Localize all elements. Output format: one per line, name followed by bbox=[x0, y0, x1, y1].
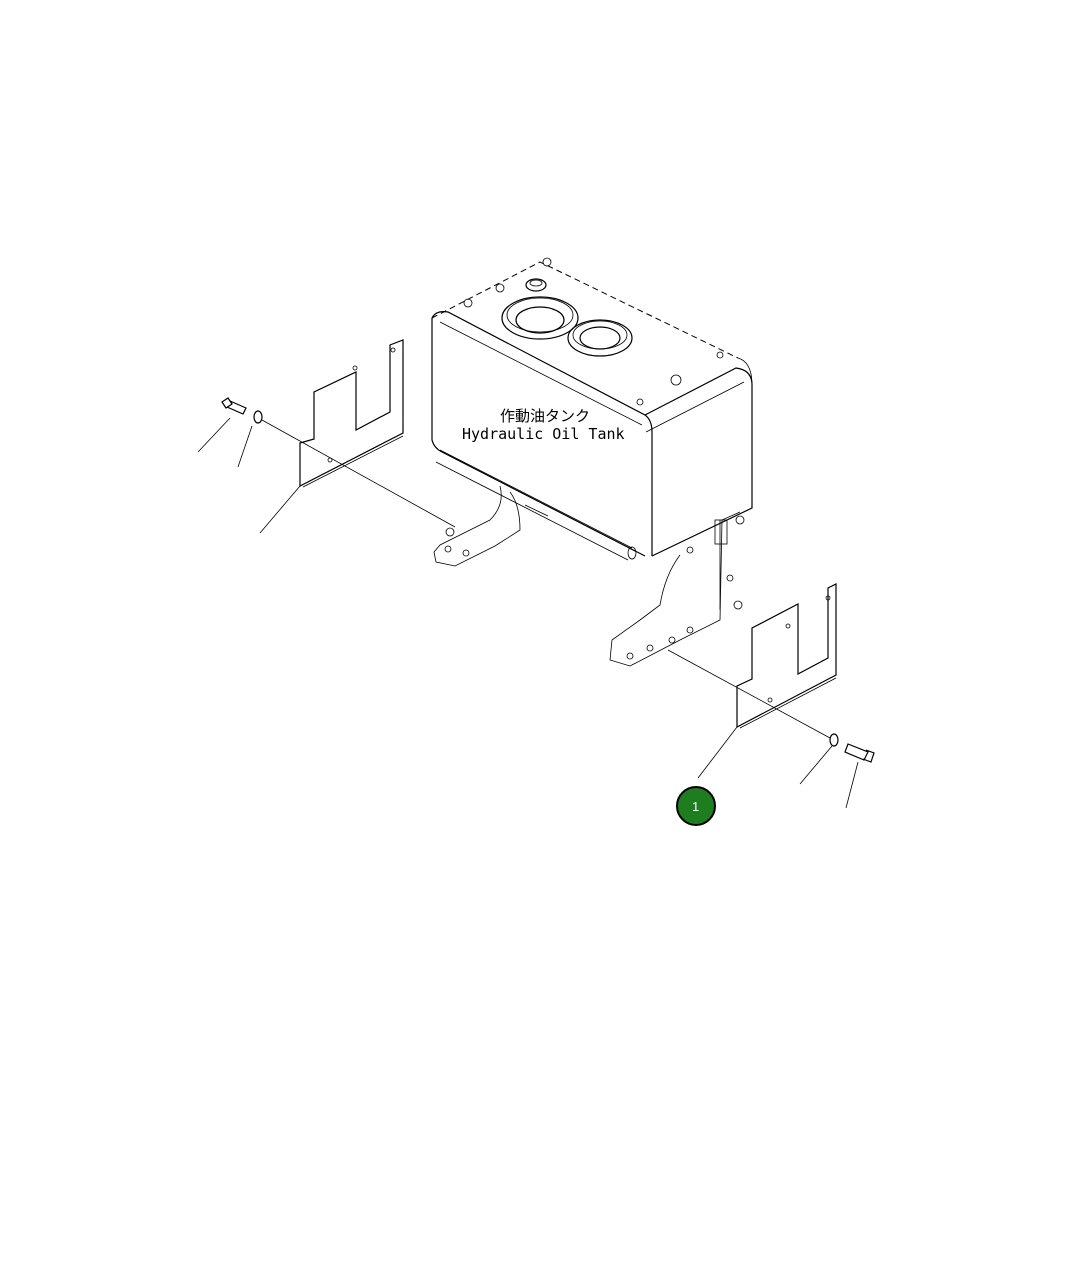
callout-badge-1[interactable]: 1 bbox=[676, 786, 716, 826]
tank-top-bolts bbox=[463, 257, 724, 406]
leader-line-right-bolt bbox=[845, 761, 859, 809]
tank-label-japanese: 作動油タンク bbox=[500, 407, 590, 425]
tank-label-english: Hydraulic Oil Tank bbox=[462, 425, 625, 443]
left-assembly-centerline bbox=[261, 419, 456, 528]
hydraulic-oil-tank: 作動油タンク Hydraulic Oil Tank bbox=[431, 257, 753, 557]
tank-mounting-frame bbox=[433, 449, 745, 667]
right-cover-plate bbox=[736, 583, 837, 729]
leader-line-right-plate bbox=[697, 726, 738, 779]
leader-line-left-plate bbox=[259, 485, 301, 534]
callout-number: 1 bbox=[692, 799, 699, 814]
leader-line-left-bolt bbox=[197, 417, 231, 453]
right-bolt bbox=[844, 743, 875, 763]
left-washer bbox=[253, 410, 263, 424]
return-port-flange bbox=[567, 319, 633, 357]
right-washer bbox=[829, 733, 839, 747]
tank-cap-port bbox=[525, 278, 547, 292]
leader-line-left-washer bbox=[237, 425, 253, 468]
leader-line-right-washer bbox=[799, 745, 833, 785]
left-bolt bbox=[221, 397, 247, 415]
suction-port-flange bbox=[501, 296, 579, 340]
right-assembly-centerline bbox=[667, 649, 831, 739]
left-cover-plate bbox=[299, 339, 404, 488]
